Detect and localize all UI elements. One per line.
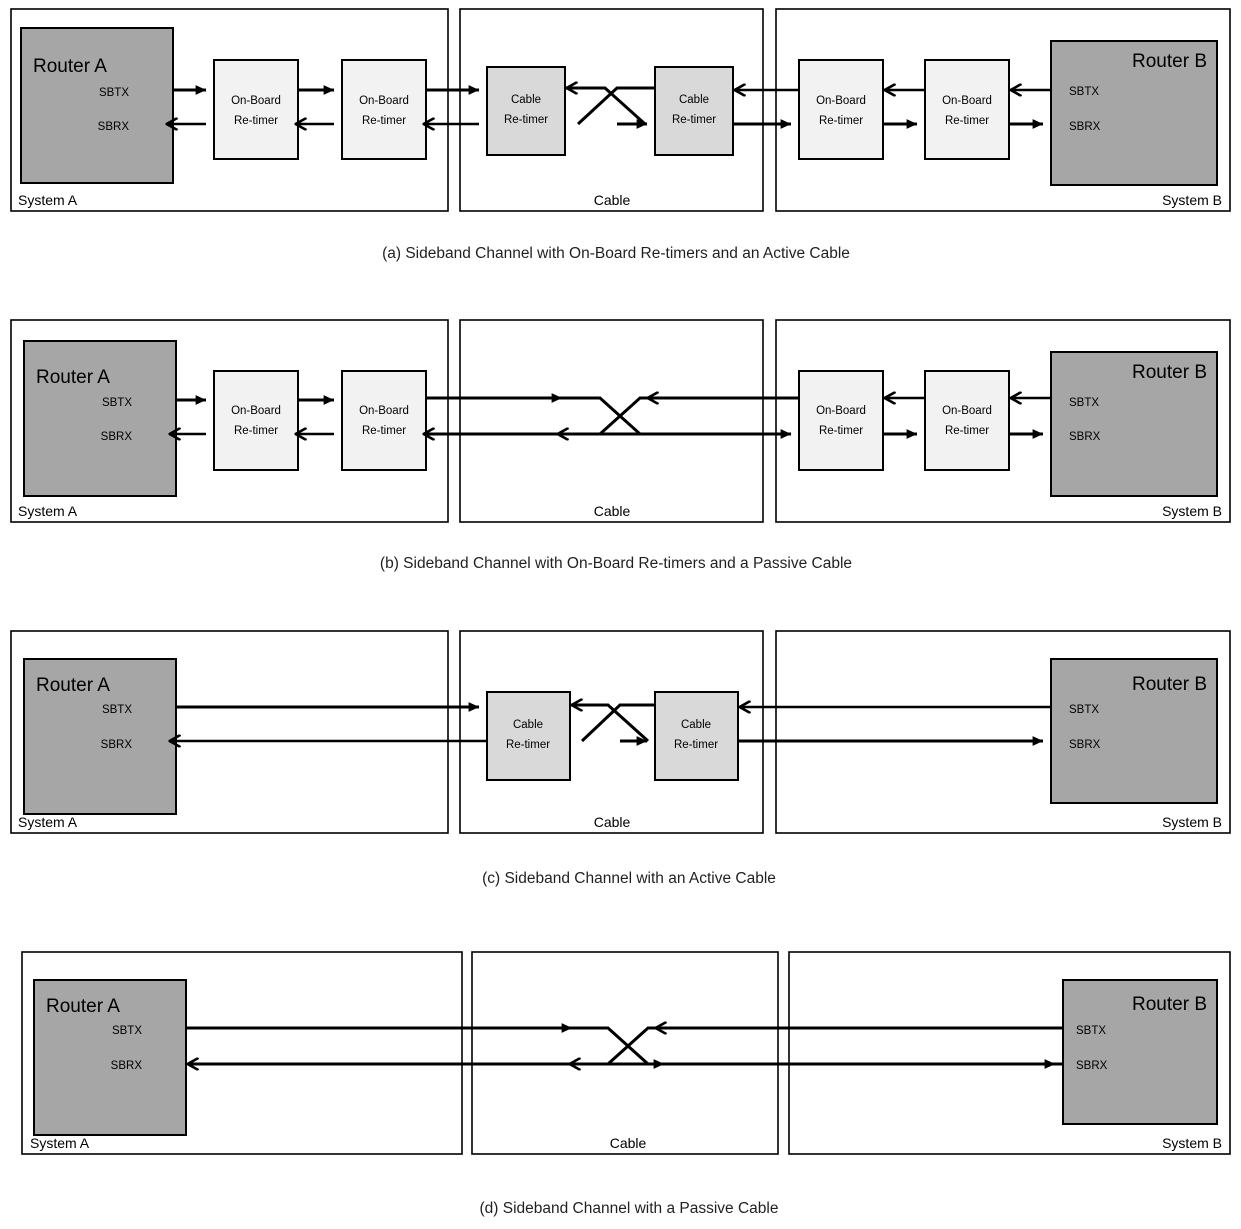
- panel-c-system-a-label: System A: [18, 814, 78, 830]
- panel-c-cable-retimer-2-line2: Re-timer: [674, 739, 718, 751]
- panel-b-onboard-retimer-b1-line2: Re-timer: [819, 425, 863, 437]
- panel-b-onboard-retimer-a1: [213, 370, 299, 471]
- panel-a-router-b-sbrx-label: SBRX: [1069, 121, 1101, 133]
- panel-a-onboard-retimer-b1: [798, 59, 884, 160]
- panel-c: Router A SBTX SBRX Cable Re-timer Cable …: [10, 630, 1231, 887]
- panel-a-router-a-sbtx-label: SBTX: [99, 87, 129, 99]
- panel-d-router-b-label: Router B: [1132, 994, 1207, 1015]
- panel-c-router-b-label: Router B: [1132, 674, 1207, 695]
- panel-c-router-a-box: [23, 658, 177, 815]
- panel-a-router-b-box: [1050, 40, 1218, 186]
- panel-d-router-a-sbrx-label: SBRX: [111, 1060, 143, 1072]
- panel-a-cable-retimer-1-line2: Re-timer: [504, 114, 548, 126]
- panel-a-cable-retimer-2-line1: Cable: [679, 94, 709, 106]
- panel-d-router-b-sbrx-label: SBRX: [1076, 1060, 1108, 1072]
- panel-c-cable-retimer-2: [654, 691, 739, 781]
- panel-d-router-a-label: Router A: [46, 996, 120, 1017]
- panel-d: Router A SBTX SBRX Router B SBTX SBRX Sy…: [21, 951, 1231, 1217]
- panel-b-router-a-label: Router A: [36, 367, 110, 388]
- panel-c-router-b-sbtx-label: SBTX: [1069, 704, 1099, 716]
- panel-a-onboard-retimer-b2: [924, 59, 1010, 160]
- panel-b-system-b-label: System B: [1162, 503, 1222, 519]
- panel-b-cable-frame: [459, 319, 764, 523]
- panel-d-rx-path: [188, 1028, 1063, 1064]
- panel-a-onboard-retimer-b1-line1: On-Board: [816, 95, 866, 107]
- panel-d-tx-path: [186, 1023, 1063, 1069]
- panel-a-cable-retimer-1-line1: Cable: [511, 94, 541, 106]
- panel-b-router-b-box: [1050, 351, 1218, 497]
- panel-a: Router A SBTX SBRX On-Board Re-timer On-…: [10, 8, 1231, 262]
- panel-b-onboard-retimer-a1-line2: Re-timer: [234, 425, 278, 437]
- panel-b-system-a-label: System A: [18, 503, 78, 519]
- panel-b-onboard-retimer-b1: [798, 370, 884, 471]
- panel-b-router-b-sbtx-label: SBTX: [1069, 397, 1099, 409]
- panel-b-router-a-box: [23, 340, 177, 497]
- panel-b-caption: (b) Sideband Channel with On-Board Re-ti…: [380, 555, 852, 572]
- panel-a-onboard-retimer-a2-line2: Re-timer: [362, 115, 406, 127]
- panel-b-onboard-retimer-b1-line1: On-Board: [816, 405, 866, 417]
- panel-a-router-a-box: [20, 27, 174, 184]
- panel-a-onboard-retimer-b1-line2: Re-timer: [819, 115, 863, 127]
- panel-a-onboard-retimer-b2-line2: Re-timer: [945, 115, 989, 127]
- panel-b-onboard-retimer-b2-line2: Re-timer: [945, 425, 989, 437]
- panel-c-cable-retimer-2-line1: Cable: [681, 719, 711, 731]
- panel-a-caption: (a) Sideband Channel with On-Board Re-ti…: [382, 245, 850, 262]
- panel-c-cable-retimer-1-line2: Re-timer: [506, 739, 550, 751]
- panel-a-cable-retimer-2: [654, 66, 734, 156]
- panel-a-onboard-retimer-a1-line2: Re-timer: [234, 115, 278, 127]
- panel-b-cable-label: Cable: [594, 503, 631, 519]
- panel-b-onboard-retimer-a2: [341, 370, 427, 471]
- panel-a-onboard-retimer-a2-line1: On-Board: [359, 95, 409, 107]
- panel-d-router-b-sbtx-label: SBTX: [1076, 1025, 1106, 1037]
- panel-a-onboard-retimer-a1: [213, 59, 299, 160]
- panel-d-system-a-label: System A: [30, 1135, 90, 1151]
- panel-c-router-a-label: Router A: [36, 675, 110, 696]
- panel-c-cable-retimer-1-line1: Cable: [513, 719, 543, 731]
- panel-c-system-b-label: System B: [1162, 814, 1222, 830]
- panel-c-cable-retimer-1: [486, 691, 571, 781]
- panel-b-onboard-retimer-b2-line1: On-Board: [942, 405, 992, 417]
- panel-b-onboard-retimer-b2: [924, 370, 1010, 471]
- panel-d-router-b-box: [1062, 979, 1218, 1125]
- panel-b-tx-path: [176, 393, 1044, 439]
- panel-c-caption: (c) Sideband Channel with an Active Cabl…: [482, 870, 776, 887]
- panel-b-router-a-sbtx-label: SBTX: [102, 397, 132, 409]
- panel-c-cable-label: Cable: [594, 814, 631, 830]
- panel-b-onboard-retimer-a2-line2: Re-timer: [362, 425, 406, 437]
- panel-a-tx-path: [173, 85, 1044, 129]
- panel-d-caption: (d) Sideband Channel with a Passive Cabl…: [480, 1200, 779, 1217]
- panel-a-router-b-label: Router B: [1132, 51, 1207, 72]
- panel-a-router-a-sbrx-label: SBRX: [98, 121, 130, 133]
- panel-d-system-b-label: System B: [1162, 1135, 1222, 1151]
- panel-a-system-a-label: System A: [18, 192, 78, 208]
- panel-a-onboard-retimer-a2: [341, 59, 427, 160]
- panel-a-cable-label: Cable: [594, 192, 631, 208]
- panel-b-router-b-sbrx-label: SBRX: [1069, 431, 1101, 443]
- panel-d-router-a-sbtx-label: SBTX: [112, 1025, 142, 1037]
- panel-b-router-b-label: Router B: [1132, 362, 1207, 383]
- panel-a-system-b-label: System B: [1162, 192, 1222, 208]
- panel-b-router-a-sbrx-label: SBRX: [101, 431, 133, 443]
- panel-b: Router A SBTX SBRX On-Board Re-timer On-…: [10, 319, 1231, 572]
- panel-c-rx-path: [170, 705, 1051, 741]
- panel-d-cable-label: Cable: [610, 1135, 647, 1151]
- panel-b-rx-path: [170, 398, 1051, 434]
- panel-b-onboard-retimer-a2-line1: On-Board: [359, 405, 409, 417]
- panel-a-router-a-label: Router A: [33, 56, 107, 77]
- panel-c-router-b-sbrx-label: SBRX: [1069, 739, 1101, 751]
- panel-d-router-a-box: [33, 979, 187, 1136]
- panel-a-rx-path: [167, 88, 1051, 124]
- panel-a-cable-retimer-1: [486, 66, 566, 156]
- panel-c-router-a-sbrx-label: SBRX: [101, 739, 133, 751]
- panel-a-router-b-sbtx-label: SBTX: [1069, 86, 1099, 98]
- panel-a-cable-retimer-2-line2: Re-timer: [672, 114, 716, 126]
- panel-c-router-b-box: [1050, 658, 1218, 804]
- panel-a-onboard-retimer-a1-line1: On-Board: [231, 95, 281, 107]
- panel-a-onboard-retimer-b2-line1: On-Board: [942, 95, 992, 107]
- panel-d-cable-frame: [471, 951, 779, 1155]
- panel-c-router-a-sbtx-label: SBTX: [102, 704, 132, 716]
- panel-b-onboard-retimer-a1-line1: On-Board: [231, 405, 281, 417]
